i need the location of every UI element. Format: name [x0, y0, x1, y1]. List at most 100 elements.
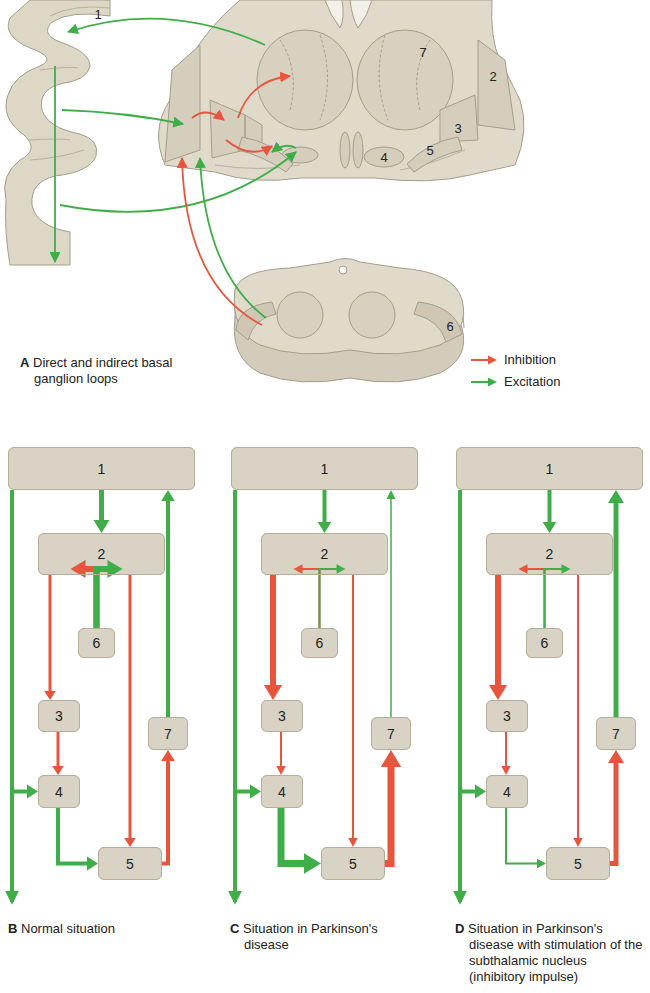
pathway-line [281, 808, 305, 864]
box-number: 7 [164, 726, 172, 742]
arrowhead [608, 750, 624, 763]
arrowhead [501, 766, 510, 775]
process-box: 6 [526, 628, 563, 658]
box-number: 3 [278, 708, 286, 724]
process-box: 2 [486, 533, 613, 575]
process-box: 5 [321, 847, 385, 880]
arrowhead [250, 785, 261, 799]
box-number: 1 [321, 461, 329, 477]
arrowhead [318, 522, 332, 533]
swatch-head [488, 355, 497, 364]
illustration-part [458, 790, 462, 902]
pathway-arrow [489, 575, 507, 700]
arrowhead [294, 564, 303, 573]
box-fill [38, 775, 80, 808]
box-fill [261, 775, 303, 808]
pathway-arrow [608, 750, 624, 864]
pathway-arrow [161, 490, 175, 717]
box-fill [98, 847, 162, 880]
illustration-part [414, 302, 462, 342]
callout-number: 6 [446, 319, 453, 334]
arrowhead [387, 490, 396, 499]
pathway-line [545, 569, 563, 628]
arrowhead [124, 838, 136, 847]
arrowhead [52, 766, 64, 775]
pathway-line [460, 490, 476, 792]
callout-number: 1 [94, 7, 101, 22]
box-number: 6 [93, 635, 101, 651]
pathway-line [548, 490, 552, 523]
legend-entry: Inhibition [470, 352, 556, 367]
swatch-line [471, 381, 489, 383]
panel-caption: A Direct and indirect basal ganglion loo… [20, 355, 204, 387]
box-number: 5 [349, 856, 357, 872]
process-box: 2 [38, 533, 165, 575]
swatch-head [488, 377, 497, 386]
process-box: 2 [261, 533, 388, 575]
pathway-arrow [71, 560, 97, 628]
pathway-arrow [294, 564, 320, 628]
legend-text: Excitation [504, 374, 560, 389]
pathway-line [162, 760, 168, 864]
illustration-part [440, 95, 478, 142]
pathway-arrow [97, 560, 123, 628]
process-box: 5 [546, 847, 610, 880]
box-number: 7 [612, 726, 620, 742]
arrowhead [381, 750, 401, 767]
panel-caption: B Normal situation [8, 921, 222, 937]
arrowhead [348, 838, 357, 847]
illustration-part [192, 112, 224, 120]
box-number: 5 [574, 856, 582, 872]
pathway-arrow [318, 490, 332, 533]
panel-caption: C Situation in Parkinson's disease [230, 921, 424, 953]
illustration-part [60, 152, 296, 212]
box-fill [456, 447, 643, 490]
box-number: 4 [278, 784, 286, 800]
illustration-part [200, 158, 266, 318]
process-box: 3 [38, 700, 80, 732]
arrowhead [537, 859, 546, 868]
box-fill [596, 717, 636, 750]
pathway-arrow [506, 808, 546, 868]
box-number: 6 [541, 635, 549, 651]
process-box: 6 [301, 628, 338, 658]
illustration-part [234, 259, 463, 355]
pathway-arrow [12, 490, 38, 798]
pathway-line [270, 575, 276, 686]
illustration-part [280, 35, 430, 120]
pathway-line [352, 575, 354, 839]
pathway-arrow [58, 808, 98, 870]
arrowhead [475, 785, 486, 799]
illustration-part [10, 790, 14, 902]
illustration-part [478, 40, 515, 130]
pathway-line [506, 808, 538, 864]
process-box: 5 [98, 847, 162, 880]
illustration-part [12, 490, 624, 874]
pathway-line [129, 575, 132, 839]
illustration-part [28, 7, 110, 160]
process-box: 7 [371, 717, 411, 750]
box-number: 2 [321, 546, 329, 562]
pathway-arrow [94, 490, 110, 533]
pathway-arrow [348, 575, 357, 847]
illustration-part [62, 110, 183, 124]
box-fill [231, 447, 418, 490]
illustration-part [8, 447, 643, 880]
illustration-part [353, 132, 363, 168]
process-box: 3 [486, 700, 528, 732]
pathway-arrow [545, 564, 571, 628]
arrowhead [276, 766, 285, 775]
pathway-arrow [501, 732, 510, 775]
arrowhead [161, 490, 175, 501]
pathway-arrow [276, 732, 285, 775]
box-number: 1 [98, 461, 106, 477]
process-box: 1 [8, 447, 195, 490]
pathway-arrow [52, 732, 64, 775]
pathway-line [614, 502, 619, 717]
pathway-line [57, 732, 60, 767]
box-fill [301, 628, 338, 658]
pathway-arrow [235, 490, 261, 798]
illustration-part [233, 790, 237, 902]
pathway-line [12, 490, 28, 792]
